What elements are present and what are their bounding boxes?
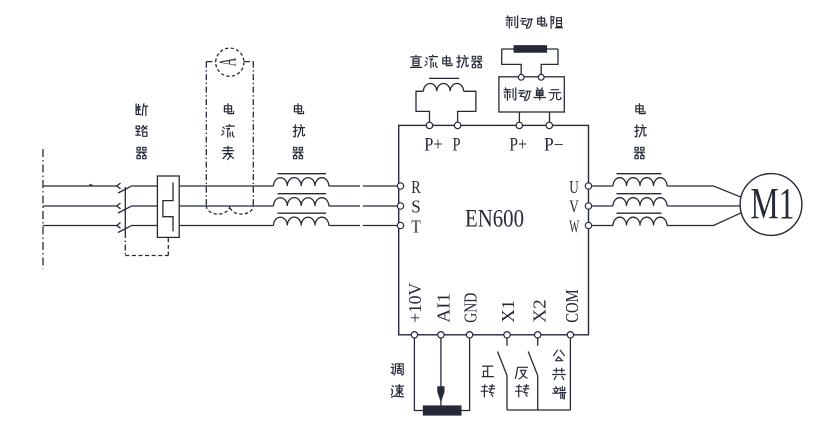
svg-text:X1: X1 — [498, 300, 518, 323]
svg-text:EN600: EN600 — [465, 204, 524, 233]
svg-text:X2: X2 — [530, 299, 550, 323]
svg-text:+10V: +10V — [405, 282, 425, 322]
svg-text:S: S — [411, 197, 421, 217]
svg-text:P: P — [453, 136, 461, 156]
svg-text:M1: M1 — [751, 179, 795, 228]
svg-text:R: R — [411, 177, 421, 197]
svg-text:GND: GND — [461, 293, 481, 323]
svg-text:A: A — [215, 58, 241, 67]
svg-text:COM: COM — [562, 289, 582, 323]
svg-text:AI1: AI1 — [434, 293, 454, 323]
svg-text:P+: P+ — [509, 136, 526, 156]
svg-text:U: U — [569, 177, 579, 197]
svg-text:P−: P− — [544, 136, 564, 156]
svg-text:T: T — [411, 216, 421, 236]
svg-text:P+: P+ — [424, 136, 442, 156]
svg-text:V: V — [569, 197, 579, 217]
svg-text:W: W — [569, 216, 579, 236]
